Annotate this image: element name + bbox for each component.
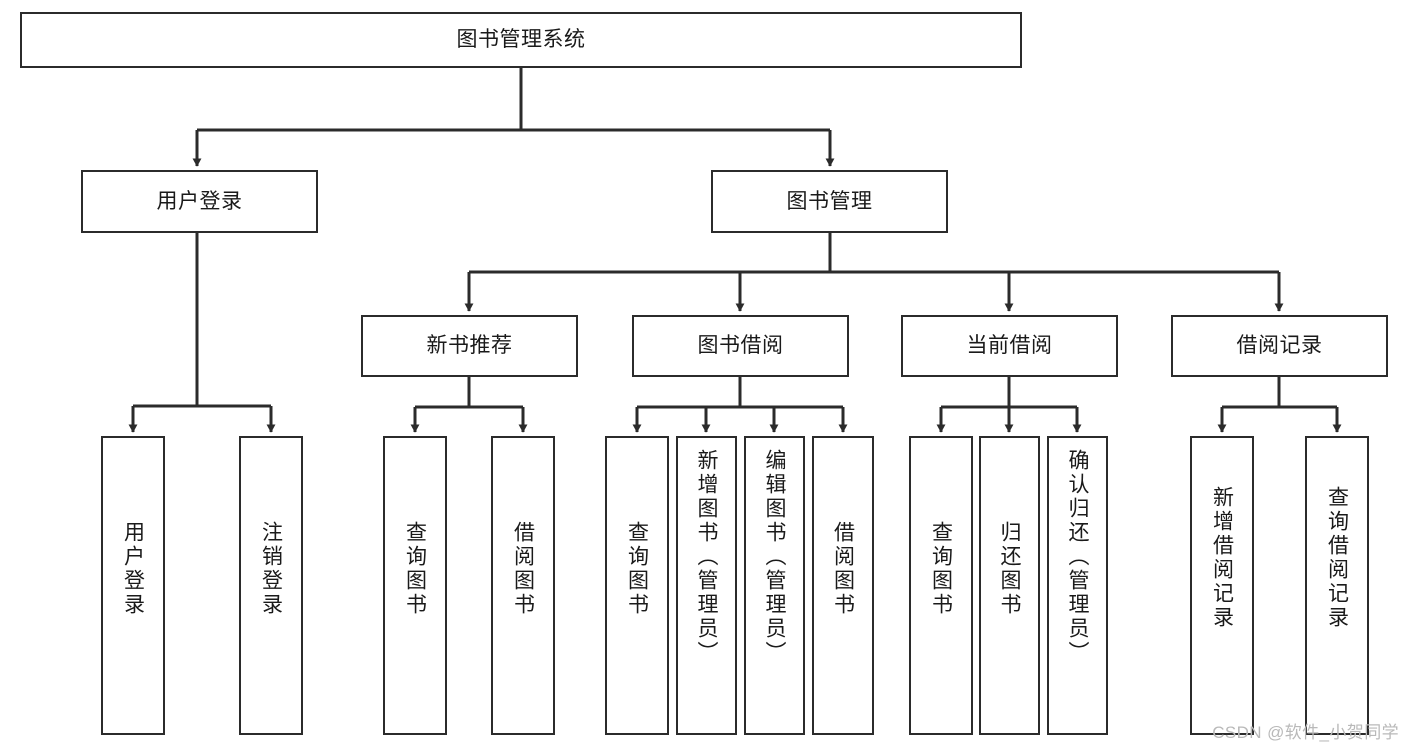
node-leaf-user-login[interactable]: 用户登录: [101, 436, 165, 735]
node-leaf-borrow-book-1[interactable]: 借阅图书: [491, 436, 555, 735]
node-leaf-query-book-3[interactable]: 查询图书: [909, 436, 973, 735]
node-leaf-confirm-return[interactable]: 确认归还（管理员）: [1047, 436, 1108, 735]
node-new-book-recommend[interactable]: 新书推荐: [361, 315, 578, 377]
node-leaf-borrow-book-2[interactable]: 借阅图书: [812, 436, 874, 735]
node-borrow-record[interactable]: 借阅记录: [1171, 315, 1388, 377]
node-leaf-return-book[interactable]: 归还图书: [979, 436, 1040, 735]
node-leaf-query-record-label: 查询借阅记录: [1325, 486, 1349, 630]
node-leaf-add-record-label: 新增借阅记录: [1210, 486, 1234, 630]
node-leaf-query-record[interactable]: 查询借阅记录: [1305, 436, 1369, 735]
node-leaf-query-book-2-label: 查询图书: [625, 521, 649, 617]
node-leaf-return-book-label: 归还图书: [998, 521, 1021, 617]
node-root[interactable]: 图书管理系统: [20, 12, 1022, 68]
node-leaf-logout-label: 注销登录: [259, 521, 283, 617]
node-leaf-add-book-label: 新增图书（管理员）: [695, 449, 718, 665]
node-book-borrow-label: 图书借阅: [697, 334, 784, 358]
node-leaf-query-book-3-label: 查询图书: [929, 521, 953, 617]
node-leaf-logout[interactable]: 注销登录: [239, 436, 303, 735]
node-book-manage-label: 图书管理: [786, 189, 873, 213]
node-current-borrow-label: 当前借阅: [966, 334, 1053, 358]
node-book-manage[interactable]: 图书管理: [711, 170, 948, 233]
node-leaf-confirm-return-label: 确认归还（管理员）: [1066, 449, 1089, 665]
node-leaf-add-book[interactable]: 新增图书（管理员）: [676, 436, 737, 735]
node-leaf-borrow-book-1-label: 借阅图书: [511, 521, 535, 617]
csdn-watermark: CSDN @软件_小贺同学: [1212, 723, 1399, 742]
node-leaf-query-book-1-label: 查询图书: [403, 521, 427, 617]
node-root-label: 图书管理系统: [456, 28, 586, 52]
node-leaf-query-book-1[interactable]: 查询图书: [383, 436, 447, 735]
node-leaf-edit-book-label: 编辑图书（管理员）: [763, 449, 786, 665]
node-borrow-record-label: 借阅记录: [1236, 334, 1323, 358]
node-leaf-query-book-2[interactable]: 查询图书: [605, 436, 669, 735]
node-leaf-user-login-label: 用户登录: [121, 521, 145, 617]
node-user-login[interactable]: 用户登录: [81, 170, 318, 233]
node-user-login-label: 用户登录: [156, 189, 243, 213]
node-leaf-borrow-book-2-label: 借阅图书: [831, 521, 855, 617]
node-current-borrow[interactable]: 当前借阅: [901, 315, 1118, 377]
node-leaf-edit-book[interactable]: 编辑图书（管理员）: [744, 436, 805, 735]
node-leaf-add-record[interactable]: 新增借阅记录: [1190, 436, 1254, 735]
node-book-borrow[interactable]: 图书借阅: [632, 315, 849, 377]
node-new-book-recommend-label: 新书推荐: [426, 334, 513, 358]
